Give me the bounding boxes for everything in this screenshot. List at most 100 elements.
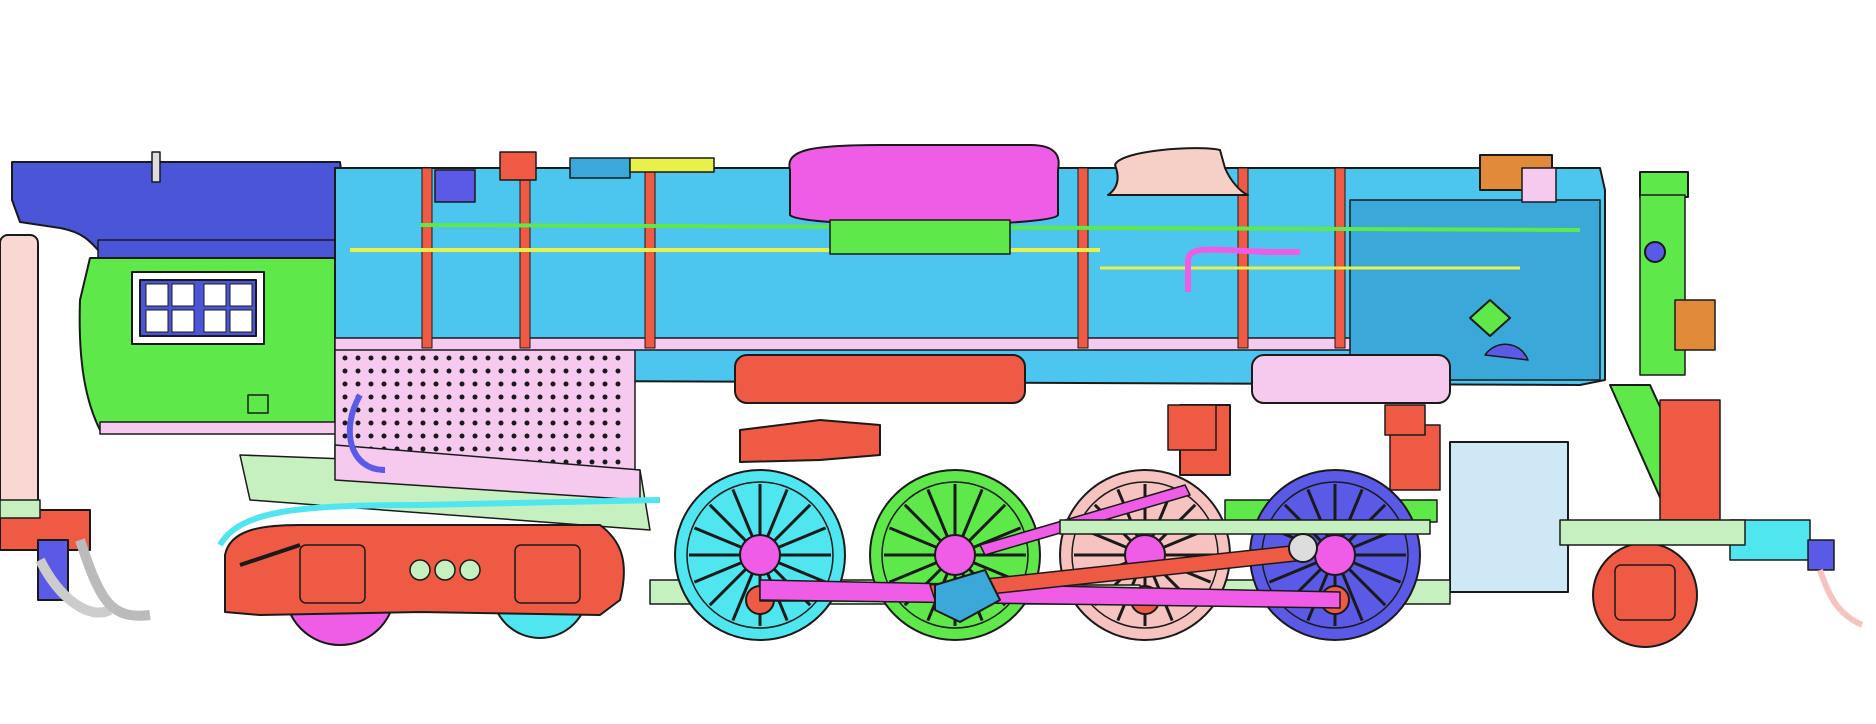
rivet xyxy=(368,394,374,400)
safety-valve xyxy=(629,157,715,173)
rivet xyxy=(459,446,465,452)
rivet xyxy=(524,407,530,413)
rivet xyxy=(563,368,569,374)
rivet xyxy=(498,381,504,387)
cab-window-pane xyxy=(229,309,253,333)
cab-window-pane xyxy=(203,309,227,333)
boiler-band xyxy=(519,167,531,349)
rivet xyxy=(433,368,439,374)
wheel-hub xyxy=(739,534,781,576)
wheel-spoke xyxy=(765,488,789,539)
rivet xyxy=(563,407,569,413)
rivet xyxy=(511,355,517,361)
rivet xyxy=(342,394,348,400)
cab xyxy=(11,151,346,435)
truck-bolt xyxy=(409,559,431,581)
wheel-spoke xyxy=(1346,566,1387,607)
rivet xyxy=(550,368,556,374)
rivet xyxy=(511,407,517,413)
rivet xyxy=(537,394,543,400)
rivet xyxy=(511,446,517,452)
rivet xyxy=(407,407,413,413)
rivet xyxy=(381,433,387,439)
side-components xyxy=(734,354,1864,628)
rivet xyxy=(615,420,621,426)
rivet xyxy=(511,368,517,374)
rivet xyxy=(459,368,465,374)
rivet xyxy=(472,381,478,387)
rivet xyxy=(602,368,608,374)
rivet xyxy=(563,355,569,361)
rivet xyxy=(563,433,569,439)
rivet xyxy=(459,407,465,413)
number-board-emblem xyxy=(1469,299,1511,337)
rivet xyxy=(563,381,569,387)
rivet xyxy=(576,446,582,452)
rivet xyxy=(615,381,621,387)
rivet xyxy=(524,381,530,387)
rivet xyxy=(576,355,582,361)
rivet xyxy=(589,394,595,400)
boiler-fittings xyxy=(434,144,1716,376)
tender-hose xyxy=(35,557,113,618)
rivet xyxy=(394,394,400,400)
rivet xyxy=(433,433,439,439)
rivet xyxy=(602,355,608,361)
rivet xyxy=(550,446,556,452)
wheel-spoke xyxy=(903,503,944,544)
rivet xyxy=(498,420,504,426)
air-reservoir-front xyxy=(1251,354,1451,404)
rivet xyxy=(459,355,465,361)
rivet xyxy=(420,420,426,426)
rivet xyxy=(420,355,426,361)
rivet xyxy=(602,381,608,387)
rivet xyxy=(485,368,491,374)
crosshead xyxy=(934,569,1001,623)
boiler-band xyxy=(1077,167,1089,349)
steam-chest xyxy=(1384,404,1426,436)
rivet xyxy=(537,407,543,413)
rivet xyxy=(446,420,452,426)
air-reservoir xyxy=(734,354,1026,404)
rivet xyxy=(394,433,400,439)
wheel-spoke xyxy=(1351,560,1402,584)
rivet xyxy=(563,394,569,400)
rivet xyxy=(446,381,452,387)
rivet xyxy=(537,433,543,439)
rivet xyxy=(407,394,413,400)
wheel-hub xyxy=(1314,534,1356,576)
rivet xyxy=(602,420,608,426)
wheel-hub xyxy=(934,534,976,576)
rivet xyxy=(576,407,582,413)
rivet xyxy=(485,355,491,361)
cab-whistle xyxy=(151,151,161,183)
stack-cap xyxy=(1521,167,1557,203)
rivet xyxy=(381,407,387,413)
guide-bar xyxy=(1059,519,1431,535)
rivet xyxy=(368,407,374,413)
cylinder-valve-blue xyxy=(434,169,476,203)
cab-window-pane xyxy=(145,309,169,333)
rivet xyxy=(602,407,608,413)
rivet xyxy=(550,420,556,426)
rivet xyxy=(524,368,530,374)
leading-truck xyxy=(1559,519,1746,648)
rivet xyxy=(511,381,517,387)
rivet xyxy=(602,433,608,439)
rivet xyxy=(615,355,621,361)
rivet xyxy=(381,420,387,426)
rivet xyxy=(420,433,426,439)
wheel-spoke xyxy=(776,560,827,584)
rivet xyxy=(576,459,582,465)
wheel-spoke xyxy=(776,526,827,550)
rivet xyxy=(550,394,556,400)
sand-dome-base xyxy=(829,219,1011,255)
rivet xyxy=(589,433,595,439)
rivet xyxy=(368,368,374,374)
wheel-spoke xyxy=(1340,571,1364,622)
rivet xyxy=(433,446,439,452)
cab-window-pane xyxy=(171,283,195,307)
cab-window-pane xyxy=(203,283,227,307)
rivet xyxy=(472,407,478,413)
